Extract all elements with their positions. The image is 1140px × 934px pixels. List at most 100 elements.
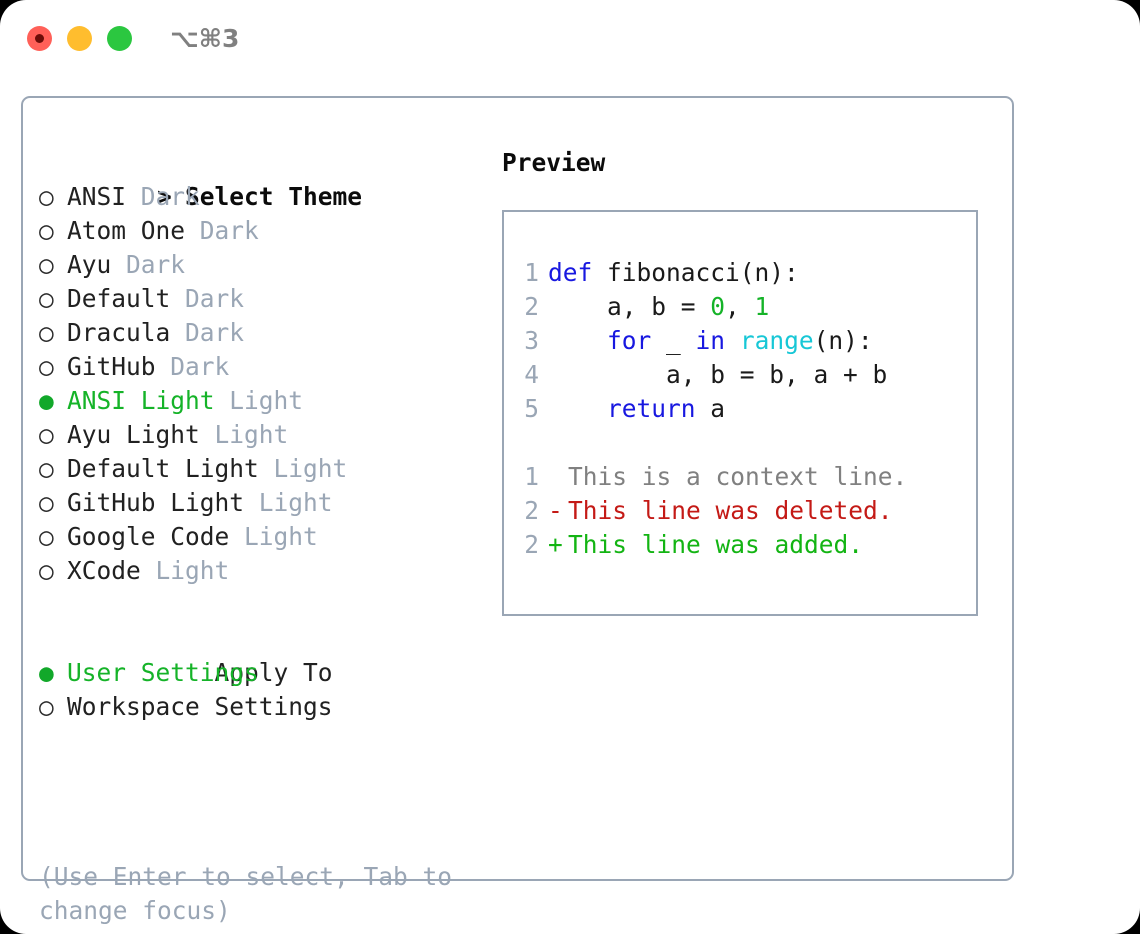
- theme-variant-label: Light: [258, 488, 333, 517]
- radio-unselected-icon[interactable]: ○: [39, 182, 54, 211]
- theme-name-label: Google Code: [67, 522, 230, 551]
- preview-title: Preview: [502, 148, 606, 177]
- theme-list-item[interactable]: ○Atom One Dark: [39, 214, 479, 248]
- code-line: 3 for _ in range(n):: [504, 324, 976, 358]
- radio-unselected-icon[interactable]: ○: [39, 454, 54, 483]
- theme-name-label: ANSI: [67, 182, 127, 211]
- code-token: [725, 326, 740, 355]
- code-token: (n):: [813, 326, 873, 355]
- keyboard-hint-text: (Use Enter to select, Tab to change focu…: [39, 862, 453, 925]
- diff-text: This line was added.: [568, 530, 864, 559]
- close-button[interactable]: [27, 26, 52, 51]
- diff-line: 1 This is a context line.: [504, 460, 976, 494]
- theme-variant-label: Dark: [185, 318, 245, 347]
- radio-unselected-icon[interactable]: ○: [39, 250, 54, 279]
- theme-variant-label: Light: [244, 522, 318, 551]
- keyboard-shortcut-label: ⌥⌘3: [170, 24, 240, 53]
- radio-unselected-icon[interactable]: ○: [39, 352, 54, 381]
- theme-list-item[interactable]: ○ Dracula Dark: [39, 316, 479, 350]
- theme-list-item[interactable]: ○Default Dark: [39, 282, 479, 316]
- diff-sign: +: [548, 530, 563, 559]
- diff-text: This line was deleted.: [568, 496, 893, 525]
- code-line: 1 def fibonacci(n):: [504, 256, 976, 290]
- apply-to-option-label: User Settings: [67, 658, 259, 687]
- maximize-button[interactable]: [107, 26, 132, 51]
- radio-unselected-icon[interactable]: ○: [39, 284, 54, 313]
- code-token: [548, 394, 607, 423]
- theme-list-item[interactable]: ○ GitHub Dark: [39, 350, 479, 384]
- radio-selected-icon[interactable]: ●: [39, 658, 54, 687]
- radio-unselected-icon[interactable]: ○: [39, 216, 54, 245]
- apply-to-option[interactable]: ● User Settings: [39, 656, 479, 690]
- line-number: 1: [524, 258, 539, 287]
- radio-unselected-icon[interactable]: ○: [39, 556, 54, 585]
- code-line: 4 a, b = b, a + b: [504, 358, 976, 392]
- theme-list-item[interactable]: ○Ayu Light Light: [39, 418, 479, 452]
- theme-list-item[interactable]: ● ANSI Light Light: [39, 384, 479, 418]
- theme-list-item[interactable]: ○ GitHub Light Light: [39, 486, 479, 520]
- code-token: _: [651, 326, 696, 355]
- theme-name-label: Ayu Light: [67, 420, 200, 449]
- code-token: def: [548, 258, 593, 287]
- theme-list-item[interactable]: ○ ANSI Dark: [39, 180, 479, 214]
- apply-to-option-label: Workspace Settings: [67, 692, 333, 721]
- apply-to-option[interactable]: ○ Workspace Settings: [39, 690, 479, 724]
- theme-variant-label: Light: [229, 386, 304, 415]
- theme-list-item[interactable]: ○ Google Code Light: [39, 520, 479, 554]
- code-token: for: [607, 326, 652, 355]
- theme-picker-heading-label: Select Theme: [185, 182, 363, 211]
- window-titlebar: ⌥⌘3: [0, 0, 1140, 78]
- apply-to-heading: Apply To: [39, 622, 479, 687]
- theme-variant-label: Dark: [126, 250, 186, 279]
- theme-list-item[interactable]: ○Ayu Dark: [39, 248, 479, 282]
- code-token: a, b =: [548, 292, 711, 321]
- theme-picker: >Select Theme ○ANSI Dark○Atom One Dark○A…: [39, 146, 479, 724]
- code-token: in: [695, 326, 726, 355]
- theme-name-label: Dracula: [67, 318, 171, 347]
- code-token: fibonacci(n):: [592, 258, 799, 287]
- code-token: range: [739, 326, 814, 355]
- theme-name-label: GitHub Light: [67, 488, 245, 517]
- radio-unselected-icon[interactable]: ○: [39, 522, 54, 551]
- theme-variant-label: Light: [273, 454, 348, 483]
- radio-unselected-icon[interactable]: ○: [39, 488, 54, 517]
- theme-list-item[interactable]: ○XCode Light: [39, 554, 479, 588]
- code-token: a, b = b, a + b: [548, 360, 888, 389]
- theme-list-item[interactable]: ○ Default Light Light: [39, 452, 479, 486]
- radio-unselected-icon[interactable]: ○: [39, 692, 54, 721]
- spacer: [200, 420, 215, 449]
- radio-unselected-icon[interactable]: ○: [39, 420, 54, 449]
- theme-name-label: ANSI Light: [67, 386, 215, 415]
- minimize-button[interactable]: [67, 26, 92, 51]
- cursor-caret-icon: >: [157, 182, 172, 211]
- code-token: return: [607, 394, 696, 423]
- spacer: [215, 386, 230, 415]
- diff-sign: -: [548, 496, 563, 525]
- line-number: 4: [524, 360, 539, 389]
- theme-name-label: GitHub: [67, 352, 156, 381]
- radio-selected-icon[interactable]: ●: [39, 386, 54, 415]
- code-line: 2 a, b = 0, 1: [504, 290, 976, 324]
- theme-name-label: XCode: [67, 556, 141, 585]
- line-number: 1: [524, 462, 539, 491]
- diff-line: 2-This line was deleted.: [504, 494, 976, 528]
- spacer: [170, 284, 185, 313]
- apply-to-options: ● User Settings ○ Workspace Settings: [39, 656, 479, 724]
- theme-variant-label: Dark: [170, 352, 230, 381]
- theme-variant-label: Dark: [140, 182, 200, 211]
- radio-unselected-icon[interactable]: ○: [39, 318, 54, 347]
- code-token: 0: [710, 292, 726, 321]
- code-token: ,: [725, 292, 755, 321]
- line-number: 2: [524, 530, 539, 559]
- spacer: [244, 488, 259, 517]
- theme-name-label: Default: [67, 284, 171, 313]
- theme-name-label: Default Light: [67, 454, 259, 483]
- line-number: 2: [524, 496, 539, 525]
- spacer: [141, 556, 156, 585]
- line-number: 2: [524, 292, 539, 321]
- record-indicator-icon: [35, 34, 44, 43]
- diff-text: This is a context line.: [568, 462, 908, 491]
